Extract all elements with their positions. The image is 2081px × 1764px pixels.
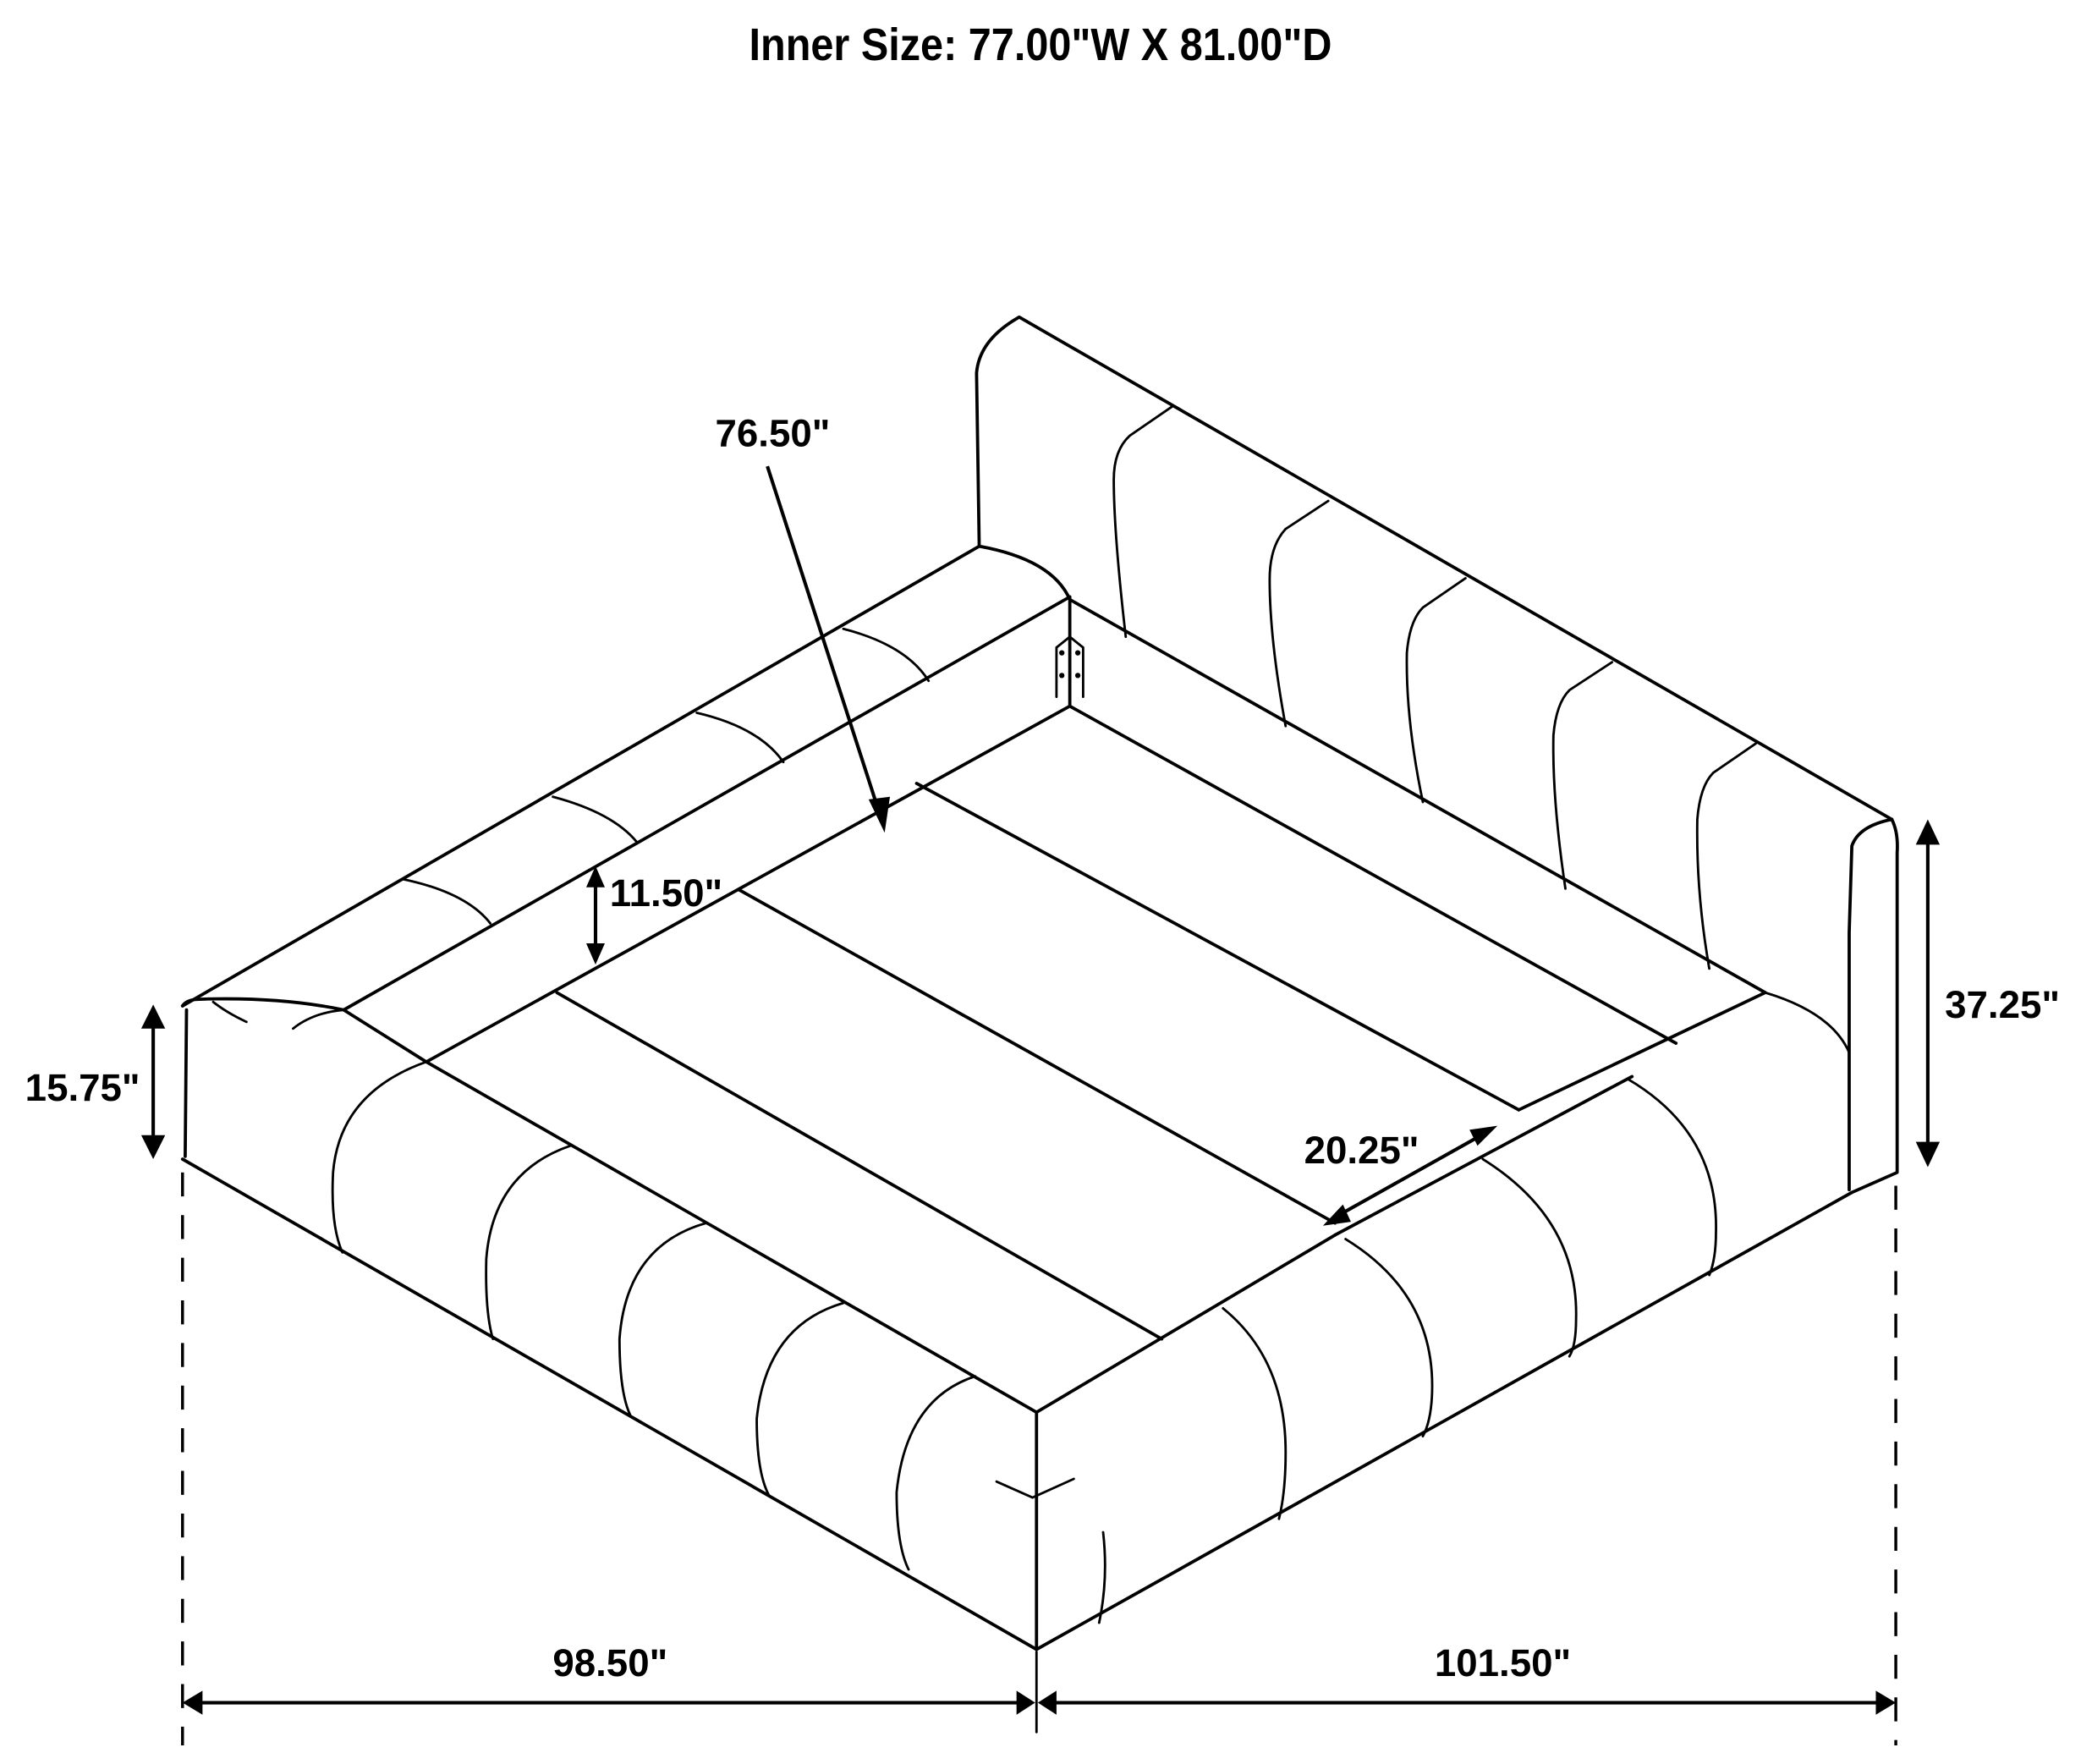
dimension-rail-height: 15.75"	[25, 1004, 166, 1160]
label-98-50: 98.50"	[552, 1641, 667, 1684]
label-20-25: 20.25"	[1304, 1129, 1419, 1172]
corner-bracket	[1055, 635, 1084, 699]
label-37-25: 37.25"	[1945, 983, 2060, 1026]
label-76-50: 76.50"	[715, 412, 830, 455]
label-11-50: 11.50"	[610, 871, 722, 915]
label-15-75: 15.75"	[25, 1066, 140, 1109]
headboard	[975, 315, 1899, 1195]
front-rail	[331, 991, 1854, 1651]
dimension-footboard-width: 20.25"	[1304, 1125, 1498, 1226]
dimension-overall: 98.50" 101.50"	[182, 1641, 1897, 1715]
dimension-headboard-height: 37.25"	[1915, 819, 2060, 1168]
dimension-platform-height: 11.50"	[585, 866, 722, 965]
extension-lines	[181, 1172, 1897, 1745]
left-side-rail	[180, 544, 1072, 1651]
inner-size-title: Inner Size: 77.00"W X 81.00"D	[749, 19, 1332, 70]
dimension-mattress-length: 76.50"	[715, 412, 891, 833]
platform	[342, 597, 1767, 1341]
label-101-50: 101.50"	[1435, 1641, 1571, 1684]
